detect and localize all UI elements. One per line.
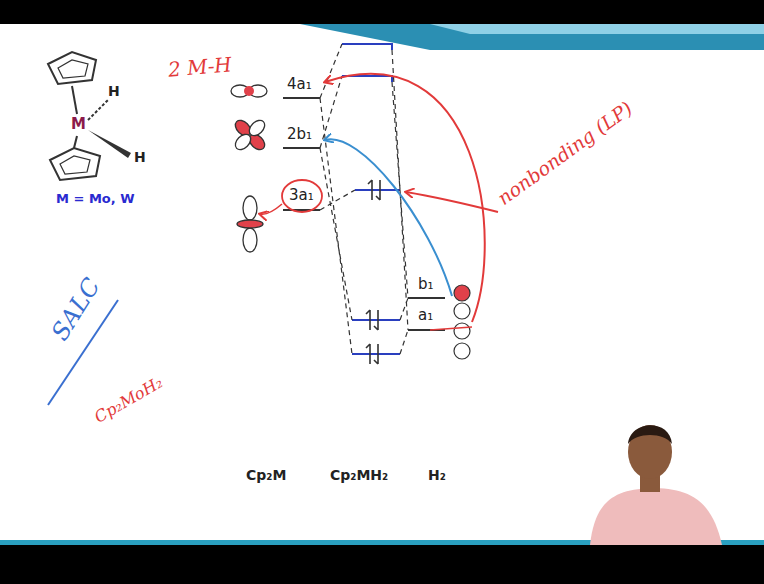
- handwritten-note: SALC: [47, 273, 105, 345]
- column-label: H₂: [428, 468, 446, 483]
- orbital-label: 2b₁: [287, 126, 312, 143]
- orbital-label: 3a₁: [289, 187, 314, 204]
- orbital-label: a₁: [418, 307, 433, 324]
- handwritten-note: 2 M-H: [167, 53, 232, 80]
- handwritten-note: nonbonding (LP): [494, 98, 636, 209]
- column-label: Cp₂M: [246, 468, 286, 483]
- orbital-label: 4a₁: [287, 76, 312, 93]
- metal-note: M = Mo, W: [56, 192, 135, 206]
- atom-label: H: [108, 84, 120, 99]
- atom-label: H: [134, 150, 146, 165]
- orbital-label: b₁: [418, 276, 434, 293]
- handwritten-note: Cp₂MoH₂: [92, 374, 166, 427]
- column-label: Cp₂MH₂: [330, 468, 388, 483]
- atom-label: M: [71, 116, 86, 133]
